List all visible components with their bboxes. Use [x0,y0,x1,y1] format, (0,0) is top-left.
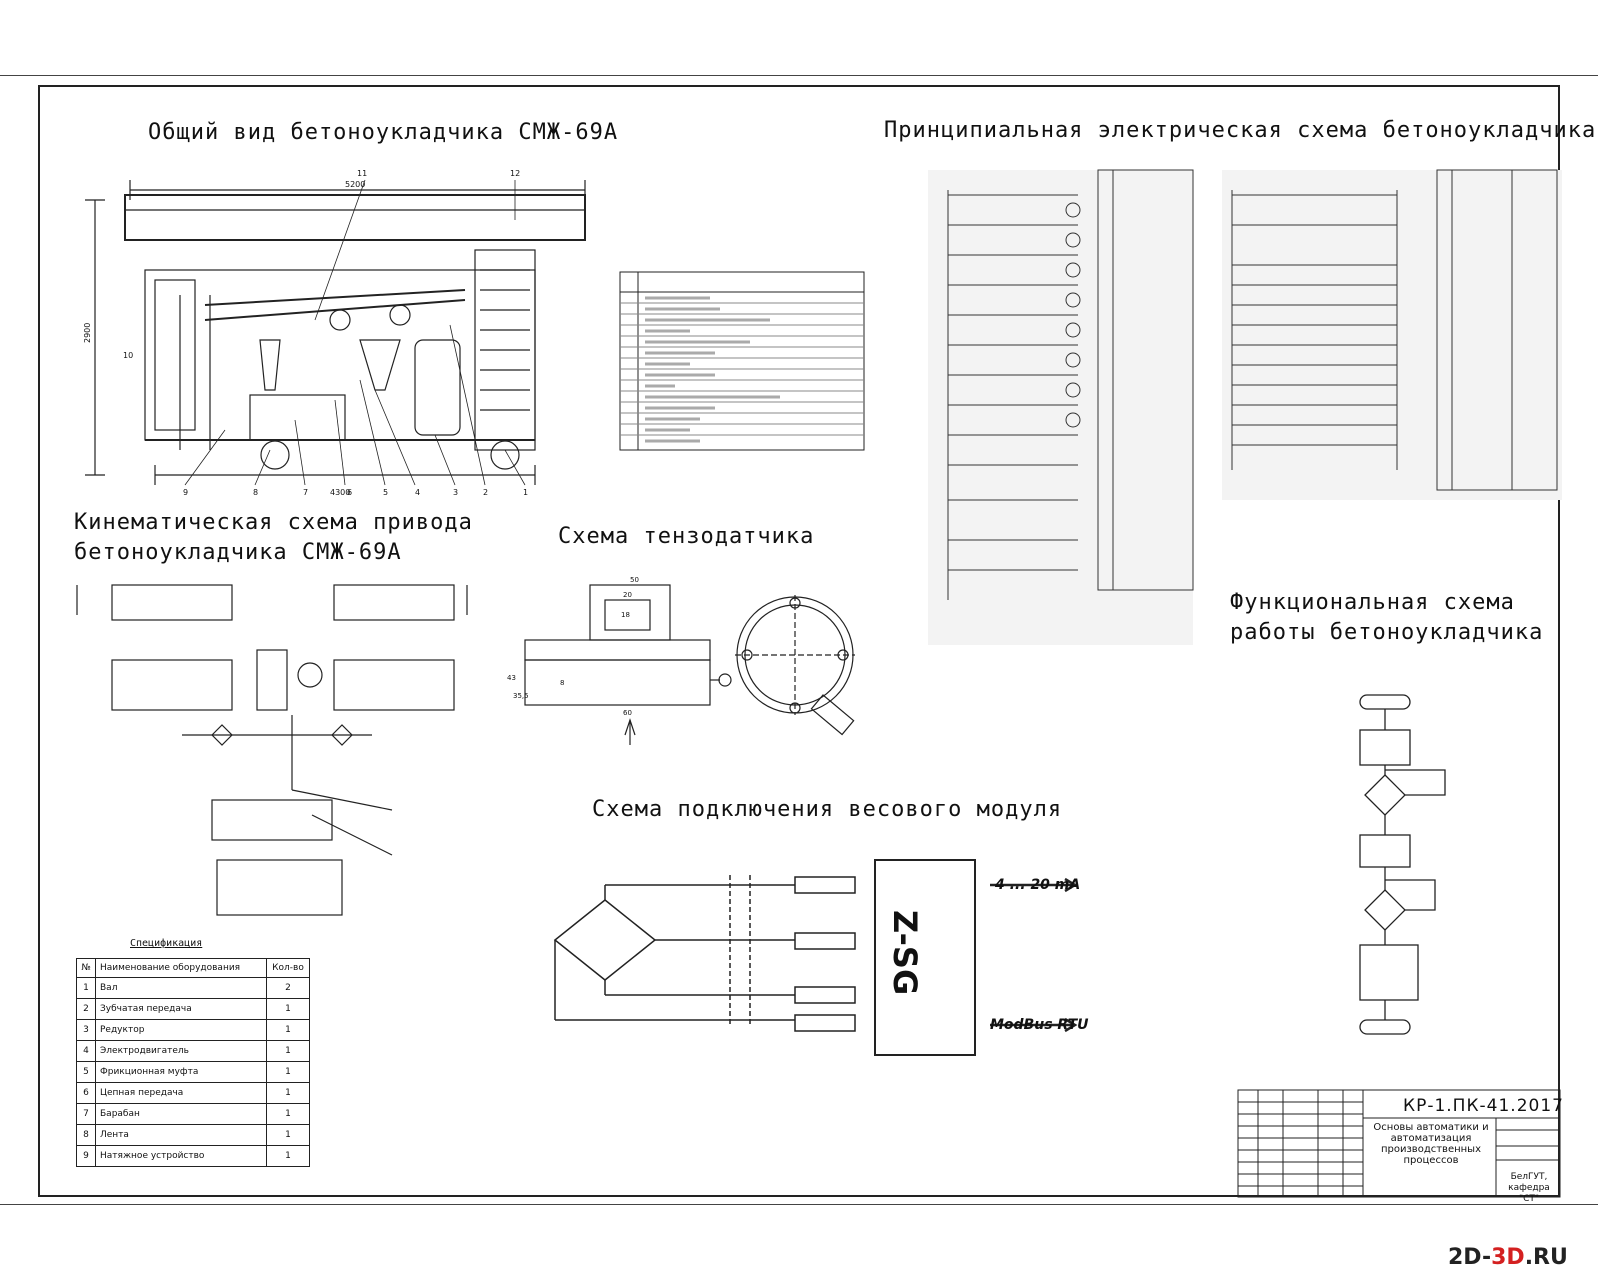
drawing-sheet [0,75,1598,1205]
functional-title-line1: Функциональная схема [1230,590,1515,615]
electric-scheme-title: Принципиальная электрическая схема бетон… [884,118,1597,143]
callout-2: 2 [483,488,488,497]
spec-cell-name: Цепная передача [95,1082,267,1104]
electric-scheme-panel-right [1222,169,1562,500]
spec-cell-qty: 1 [266,1082,310,1104]
callout-11: 11 [357,169,367,178]
drawing-frame [38,85,1560,1197]
spec-cell-name: Редуктор [95,1019,267,1041]
title-block-grid [1237,1089,1561,1198]
callout-5: 5 [383,488,388,497]
spec-cell-number: 5 [76,1061,96,1083]
spec-header-qty: Кол-во [266,958,310,978]
spec-cell-name: Зубчатая передача [95,998,267,1020]
spec-cell-qty: 2 [266,977,310,999]
kinematic-title-line2: бетоноукладчика СМЖ-69А [74,540,402,565]
general-view-title: Общий вид бетоноукладчика СМЖ-69А [148,120,619,145]
callout-4: 4 [415,488,420,497]
gauge-dim-8: 8 [560,679,564,687]
module-label: Z-SG [886,910,924,996]
spec-cell-number: 7 [76,1103,96,1125]
callout-10: 10 [123,351,133,360]
callout-7: 7 [303,488,308,497]
dim-top: 5200 [345,180,365,189]
spec-cell-name: Натяжное устройство [95,1145,267,1167]
weight-module-title: Схема подключения весового модуля [592,797,1063,822]
general-view-legend-table [619,271,865,451]
spec-cell-number: 4 [76,1040,96,1062]
strain-gauge-title: Схема тензодатчика [558,524,815,549]
watermark-part1: 2D- [1448,1245,1492,1270]
callout-12: 12 [510,169,520,178]
dim-bottom: 4300 [330,488,350,497]
spec-cell-qty: 1 [266,1103,310,1125]
spec-cell-name: Вал [95,977,267,999]
spec-cell-name: Барабан [95,1103,267,1125]
spec-cell-name: Электродвигатель [95,1040,267,1062]
gauge-dim-18: 18 [621,611,630,619]
spec-cell-number: 9 [76,1145,96,1167]
spec-header-number: № [76,958,96,978]
gauge-dim-50: 50 [630,576,639,584]
callout-8: 8 [253,488,258,497]
document-code: КР-1.ПК-41.2017 [1403,1096,1564,1116]
watermark-part3: .RU [1524,1245,1568,1270]
specification-title: Спецификация [130,938,203,949]
spec-cell-qty: 1 [266,1019,310,1041]
output-analog-label: 4 ... 20 mA [995,877,1081,893]
spec-cell-qty: 1 [266,998,310,1020]
kinematic-title-line1: Кинематическая схема привода [74,510,473,535]
spec-cell-qty: 1 [266,1124,310,1146]
callout-9: 9 [183,488,188,497]
gauge-dim-20: 20 [623,591,632,599]
output-digital-label: ModBus RTU [990,1017,1089,1033]
document-description: Основы автоматики и автоматизация произв… [1373,1122,1489,1166]
strain-gauge-drawing: 50 20 18 43 35,5 8 60 [507,576,855,745]
spec-cell-number: 1 [76,977,96,999]
electric-scheme-panel-left [928,169,1194,645]
callout-3: 3 [453,488,458,497]
spec-cell-number: 2 [76,998,96,1020]
gauge-dim-35-5: 35,5 [513,692,529,700]
weight-module-drawing [553,859,1078,1056]
watermark-part2: 3D [1491,1245,1525,1270]
spec-cell-number: 6 [76,1082,96,1104]
spec-cell-name: Лента [95,1124,267,1146]
spec-cell-qty: 1 [266,1061,310,1083]
kinematic-scheme-drawing [76,584,468,916]
spec-cell-number: 3 [76,1019,96,1041]
gauge-dim-60: 60 [623,709,632,717]
organization: БелГУТ, кафедра "СТ" [1500,1172,1558,1205]
dim-side: 2900 [83,323,92,343]
spec-cell-name: Фрикционная муфта [95,1061,267,1083]
functional-title-line2: работы бетоноукладчика [1230,620,1544,645]
functional-flowchart [1359,694,1446,1035]
callout-6: 6 [347,488,352,497]
spec-cell-qty: 1 [266,1040,310,1062]
organization-line2: кафедра "СТ" [1508,1183,1550,1204]
callout-1: 1 [523,488,528,497]
spec-cell-qty: 1 [266,1145,310,1167]
organization-line1: БелГУТ, [1510,1172,1548,1182]
gauge-dim-43: 43 [507,674,516,682]
spec-cell-number: 8 [76,1124,96,1146]
spec-header-name: Наименование оборудования [95,958,267,978]
watermark-logo: 2D-3D.RU [1448,1245,1568,1270]
title-block: КР-1.ПК-41.2017 Основы автоматики и авто… [1237,1089,1564,1204]
general-view-drawing: 5200 4300 2900 11 12 10 9 8 7 6 5 4 3 2 … [83,169,586,497]
spec-header-row: № Наименование оборудования Кол-во [76,958,310,978]
